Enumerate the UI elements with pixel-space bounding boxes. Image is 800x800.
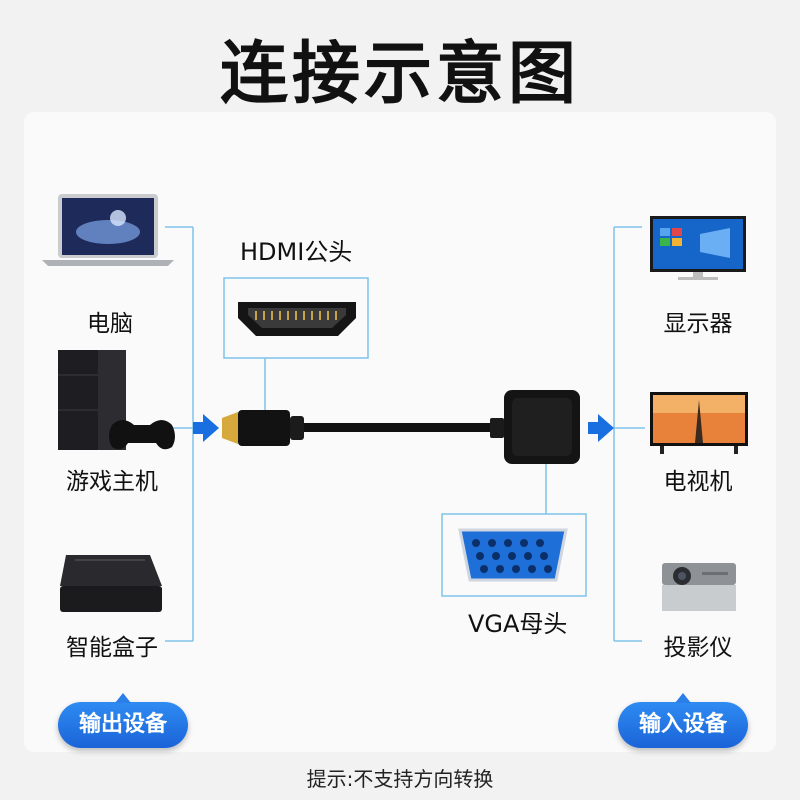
television-icon <box>650 392 748 454</box>
left-arrow-icon <box>193 414 219 442</box>
hdmi-callout-box <box>223 277 369 359</box>
laptop-icon <box>42 194 174 266</box>
hdmi-label: HDMI公头 <box>240 238 353 266</box>
vga-port-icon <box>458 528 568 582</box>
direction-hint: 提示:不支持方向转换 <box>306 767 494 791</box>
input-devices-badge: 输入设备 <box>618 693 748 748</box>
output-device-label-box: 智能盒子 <box>66 635 158 661</box>
vga-label: VGA母头 <box>468 610 568 638</box>
output-device-label-console: 游戏主机 <box>66 469 158 495</box>
hdmi-port-icon <box>238 302 356 336</box>
hdmi-adapter-cable <box>222 390 580 464</box>
monitor-icon <box>650 216 746 280</box>
right-arrow-icon <box>588 414 614 442</box>
output-device-label-pc: 电脑 <box>87 311 133 337</box>
page-title: 连接示意图 <box>219 35 580 114</box>
output-devices-badge: 输出设备 <box>58 693 188 748</box>
input-device-label-projector: 投影仪 <box>663 635 733 661</box>
vga-callout-box <box>441 513 587 597</box>
input-device-label-monitor: 显示器 <box>663 311 733 337</box>
input-bracket <box>608 226 645 642</box>
tv-box-icon <box>60 555 162 612</box>
projector-icon <box>662 563 736 611</box>
input-device-label-tv: 电视机 <box>663 469 733 495</box>
game-console-icon <box>58 350 175 450</box>
